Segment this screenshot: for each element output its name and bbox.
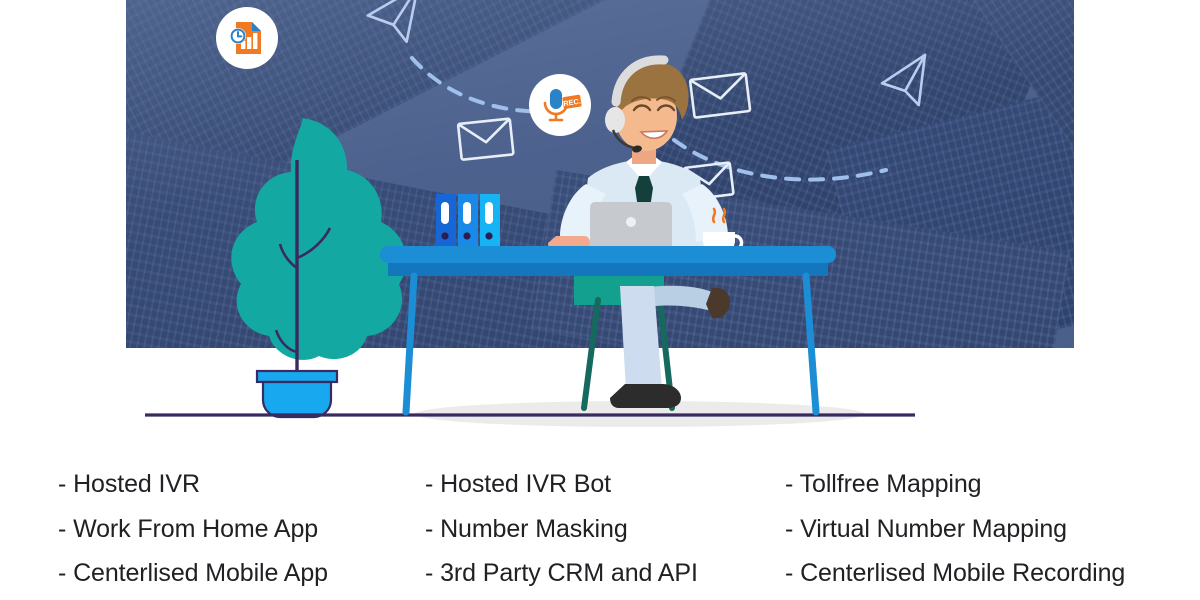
microphone-rec-icon: REC. (543, 89, 582, 122)
envelope-icon (688, 72, 752, 119)
feature-item: - Centerlised Mobile App (58, 559, 328, 587)
feature-item: - Hosted IVR (58, 470, 200, 498)
paper-plane-icon (880, 53, 927, 107)
dashed-trail (672, 138, 888, 182)
features-column-2: - Hosted IVR Bot - Number Masking - 3rd … (425, 462, 780, 596)
feature-item: - Work From Home App (58, 514, 319, 543)
feature-item: - Hosted IVR Bot (425, 470, 611, 498)
hero-illustration: REC. (126, 0, 1074, 348)
envelope-icon (456, 117, 515, 161)
features-column-1: - Hosted IVR - Work From Home App - Cent… (58, 462, 418, 596)
voice-recording-badge: REC. (529, 74, 591, 136)
features-column-3: - Tollfree Mapping - Virtual Number Mapp… (785, 462, 1197, 596)
envelope-icon (682, 161, 735, 201)
report-clock-badge (216, 7, 278, 69)
pot-body (261, 380, 333, 419)
pot-rim (255, 369, 339, 384)
feature-item: - Tollfree Mapping (785, 470, 982, 498)
feature-item: - 3rd Party CRM and API (425, 559, 698, 587)
paper-plane-icon (366, 0, 420, 44)
feature-item: - Number Masking (425, 514, 628, 543)
document-chart-clock-icon (230, 22, 261, 54)
rec-label: REC. (563, 97, 582, 109)
dashed-trail (410, 56, 580, 114)
feature-item: - Virtual Number Mapping (785, 514, 1067, 543)
floor-shadow (415, 401, 865, 427)
agent-shoe (610, 384, 681, 408)
feature-item: - Centerlised Mobile Recording (785, 559, 1126, 587)
